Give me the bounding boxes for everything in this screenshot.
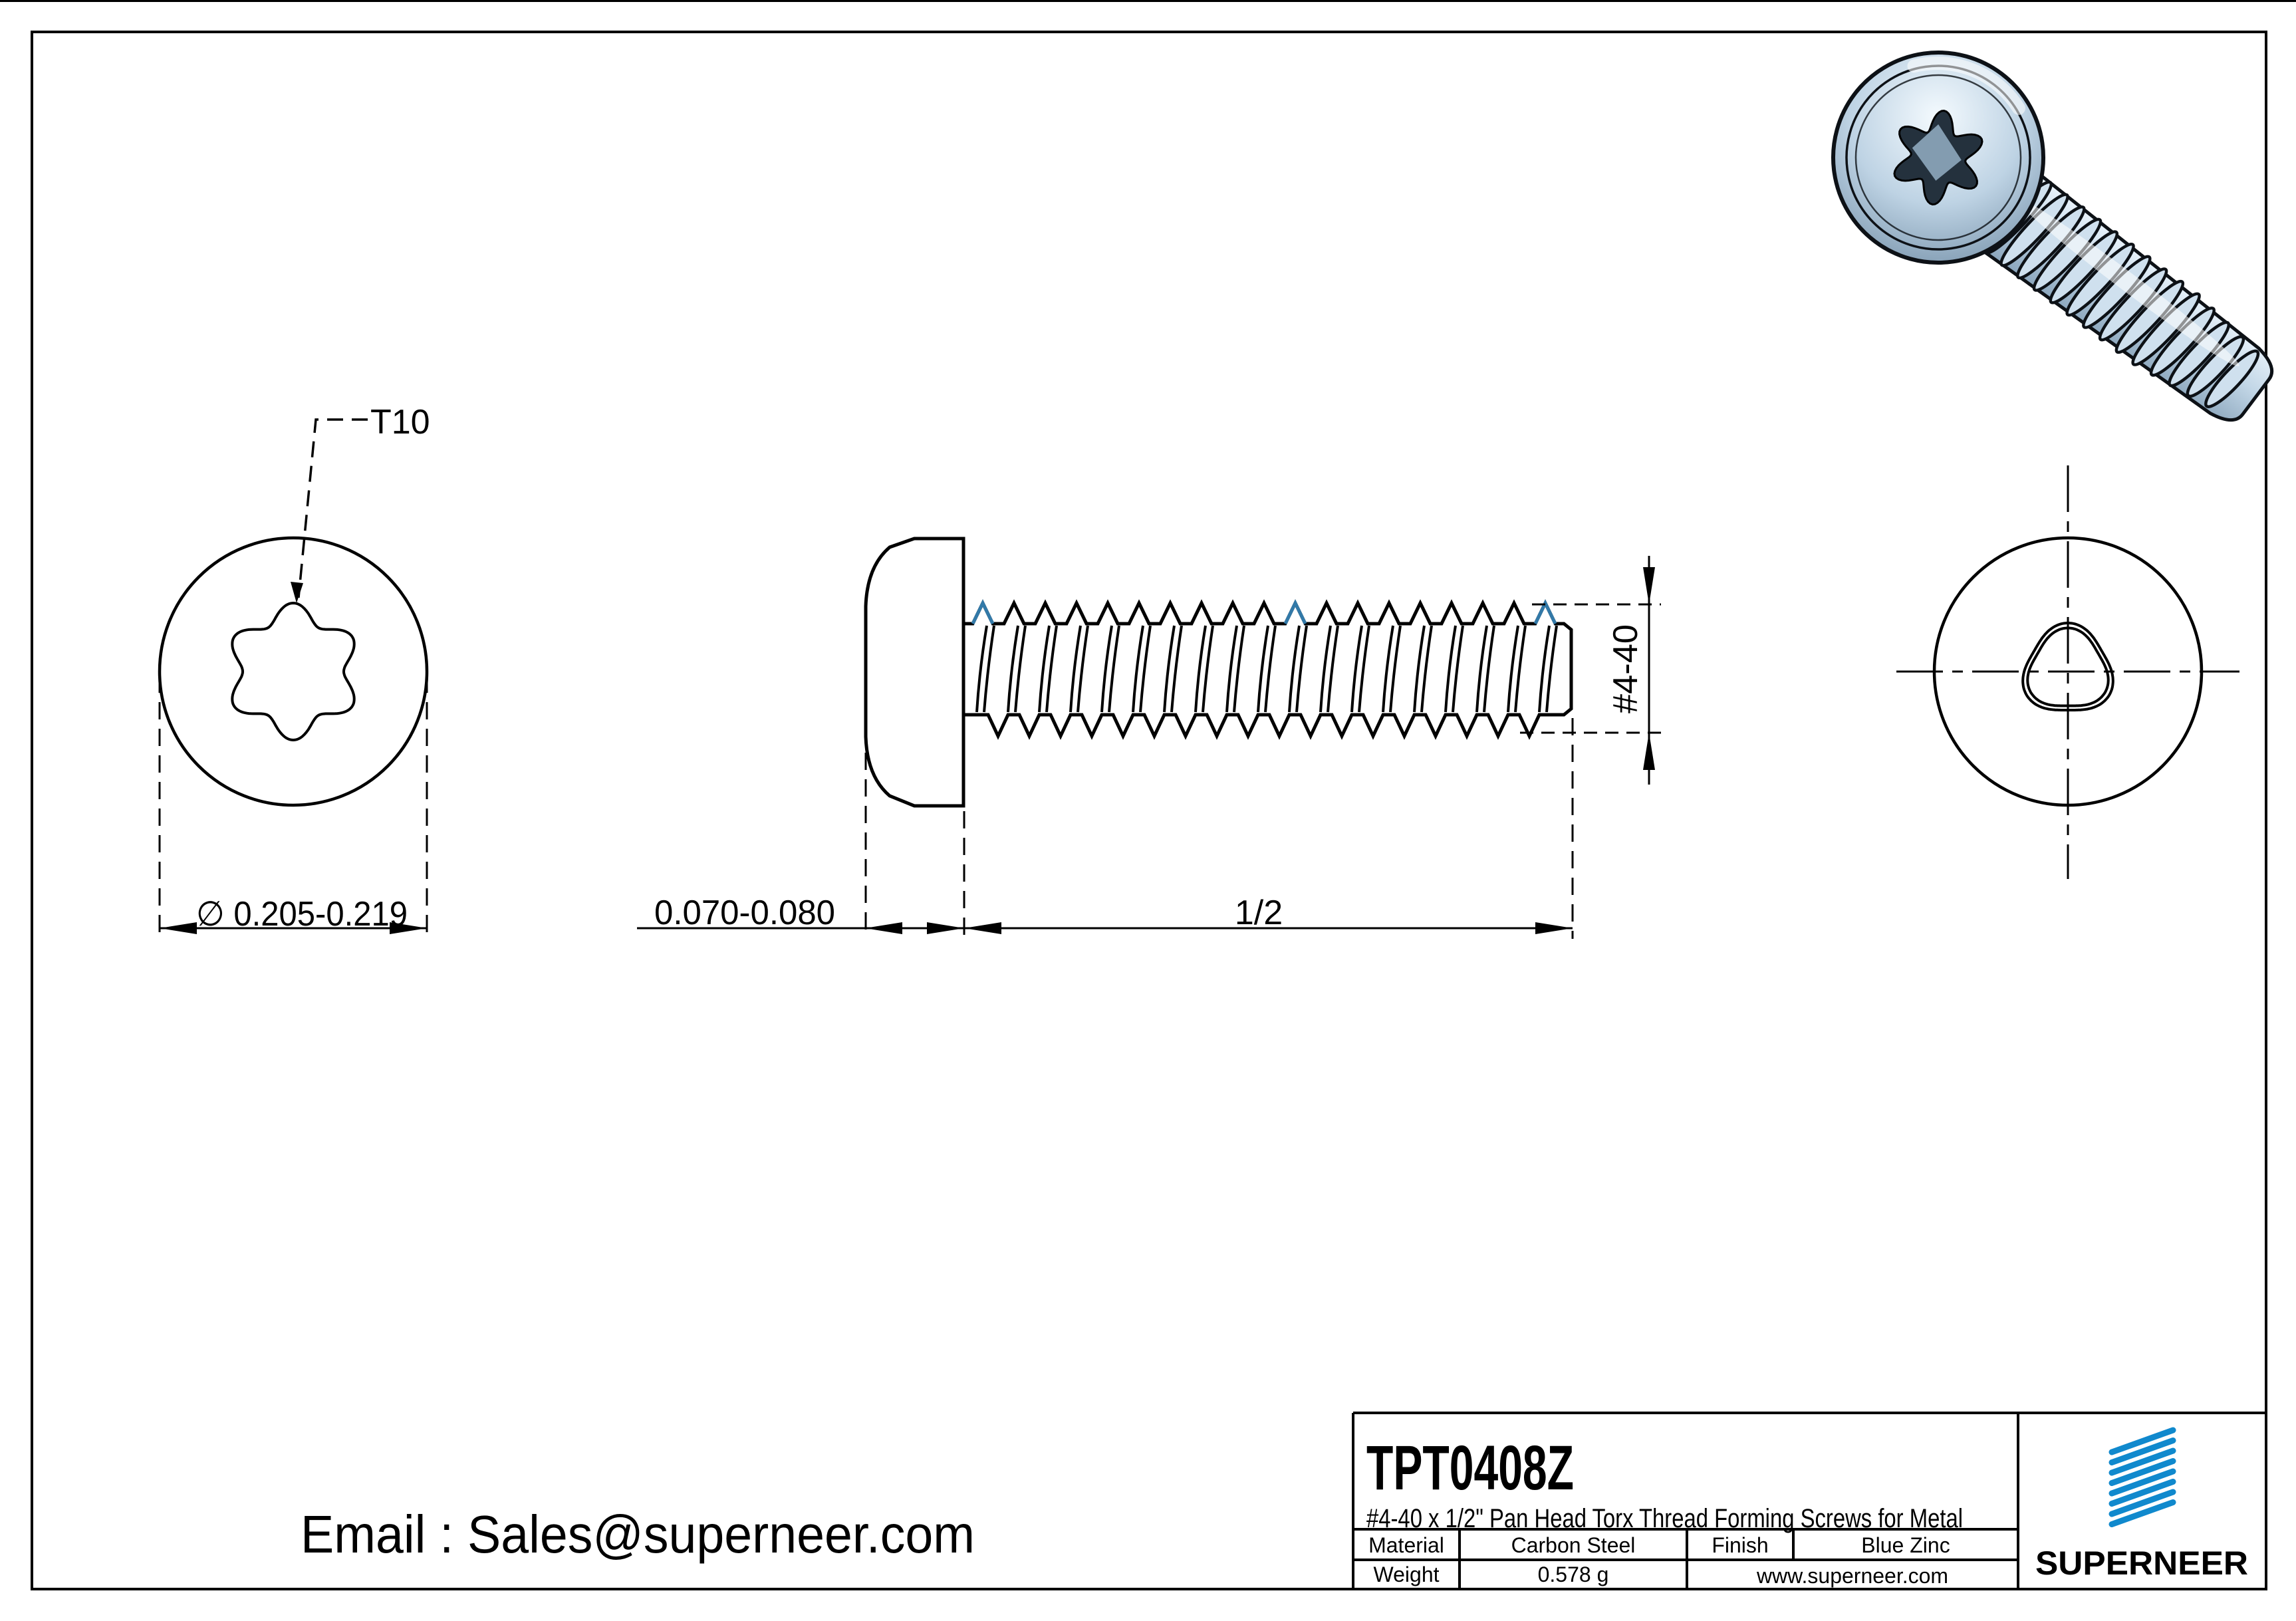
diameter-extension-lines [158, 676, 428, 939]
screw-3d-head-highlight [1907, 57, 2025, 115]
head-height-arrow-right [927, 922, 964, 934]
drive-leader-arrow [291, 582, 303, 603]
title-block: TPT0408Z #4-40 x 1/2" Pan Head Torx Thre… [1352, 1412, 2266, 1589]
screw-3d-thread-ridge [2204, 349, 2260, 408]
head-outer-circle [158, 536, 429, 807]
diagonal-stripes-icon [2108, 1427, 2176, 1527]
thread-arrow-bottom [1643, 733, 1655, 770]
weight-label: Weight [1373, 1562, 1439, 1586]
screw-3d-thread-ridge [2082, 255, 2152, 329]
trilobe-outer [2021, 622, 2114, 711]
screw-3d-thread-ridge [2032, 217, 2103, 292]
side-view: 0.070-0.080 1/2 #4-40 [637, 537, 1661, 939]
head-diameter-label: ∅ 0.205-0.219 [196, 895, 408, 934]
material-label: Material [1368, 1533, 1444, 1557]
screw-3d-thread-ridge [2149, 307, 2216, 377]
drawing-frame [31, 31, 2267, 1590]
email-text: Email : Sales@superneer.com [301, 1505, 975, 1564]
title-block-grid [1352, 1412, 2266, 1589]
length-arrow-right [1535, 922, 1573, 934]
screw-3d-thread-ridge [1999, 193, 2069, 267]
thread-arrow-top [1643, 567, 1655, 604]
weight-value: 0.578 g [1538, 1562, 1609, 1586]
head-height-arrow-left [865, 922, 902, 934]
finish-label: Finish [1712, 1533, 1768, 1557]
diameter-arrow-right [390, 922, 427, 934]
front-view: T10 ∅ 0.205-0.219 [158, 403, 430, 939]
thread-profile [963, 599, 1573, 740]
part-description: #4-40 x 1/2" Pan Head Torx Thread Formin… [1366, 1504, 1963, 1533]
screw-3d-head-ring2 [1854, 74, 2022, 241]
screw-3d-thread-ridge [2168, 320, 2231, 388]
screw-3d-torx-facet [1912, 124, 1962, 181]
thread-highlights [971, 599, 1557, 625]
screw-3d-shaft-highlight [2015, 197, 2239, 366]
screw-3d-render [1831, 51, 2274, 422]
length-arrow-left [964, 922, 1001, 934]
screw-3d-thread-ridge [2065, 242, 2135, 317]
thread-size-label: #4-40 [1606, 624, 1645, 713]
screw-3d-thread-ridge [2186, 335, 2245, 398]
centerline-crosshair [1896, 465, 2239, 879]
screw-3d-thread-ridge [2016, 205, 2086, 280]
diameter-arrow-left [160, 922, 197, 934]
length-label: 1/2 [1235, 894, 1283, 932]
drive-leader-line [297, 418, 368, 598]
website-link[interactable]: www.superneer.com [1756, 1564, 1948, 1588]
torx-recess-outline [231, 601, 356, 742]
screw-3d-thread-ridge [2114, 279, 2185, 354]
image-top-border [0, 0, 2296, 2]
finish-value: Blue Zinc [1861, 1533, 1950, 1557]
pan-head-profile [864, 537, 965, 808]
screw-3d-thread-ridge [2098, 267, 2168, 342]
screw-3d-thread-ridge [2131, 292, 2201, 366]
material-value: Carbon Steel [1511, 1533, 1636, 1557]
thread-flanks [975, 625, 1558, 713]
length-extension-lines [864, 718, 1574, 939]
drive-size-label: T10 [370, 403, 430, 441]
part-number: TPT0408Z [1366, 1433, 1574, 1503]
head-height-label: 0.070-0.080 [654, 894, 835, 932]
end-view [1896, 465, 2239, 879]
thread-dim-dashed-lines [1520, 603, 1661, 734]
brand-name: SUPERNEER [2035, 1545, 2248, 1582]
